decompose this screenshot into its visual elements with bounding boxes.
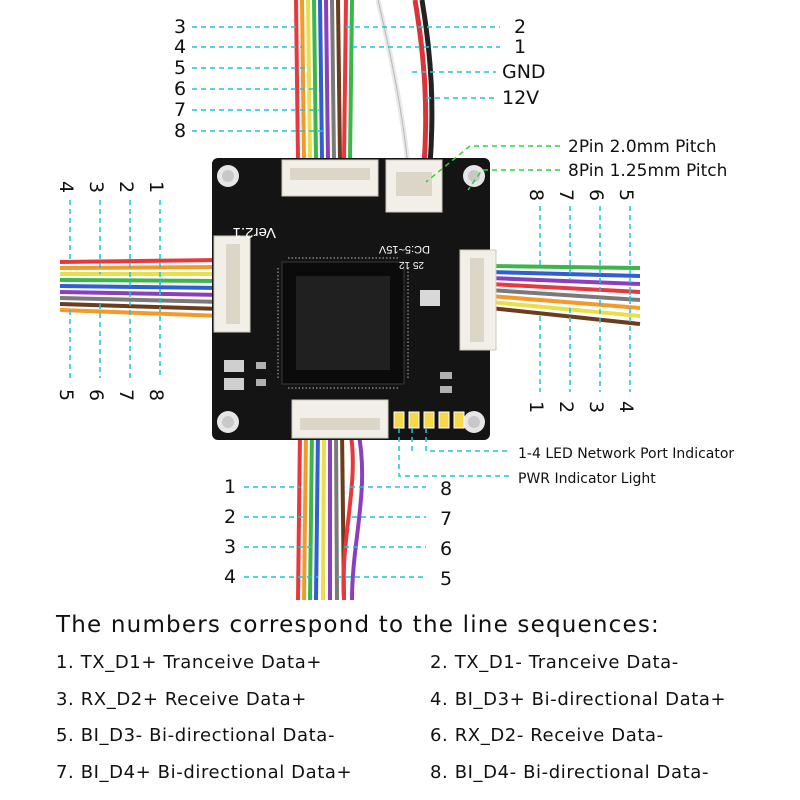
- bottom-pin-label: 2: [224, 506, 237, 528]
- pwr-indicator-label: PWR Indicator Light: [518, 471, 656, 487]
- top-pin-label: 4: [174, 36, 187, 58]
- leader-lines: [69, 26, 631, 578]
- top-pin-label: 1: [514, 36, 527, 58]
- top-pin-label: 3: [174, 16, 187, 38]
- right-pin-label: 7: [555, 188, 578, 202]
- left-pin-label: 6: [85, 388, 108, 402]
- legend-item: 2. TX_D1- Tranceive Data-: [430, 652, 679, 673]
- bottom-pin-label: 5: [440, 568, 453, 590]
- legend-item: 7. BI_D4+ Bi-directional Data+: [56, 762, 353, 783]
- connector-right-8pin: [459, 249, 497, 351]
- board-code-text: 25 12: [399, 259, 424, 270]
- connector-bottom-8pin: [291, 399, 389, 439]
- right-pin-label: 1: [525, 400, 548, 414]
- right-pin-label: 6: [585, 188, 608, 202]
- right-pin-label: 2: [555, 400, 578, 414]
- board-voltage-text: DC:5~15V: [378, 243, 430, 255]
- bottom-pin-label: 3: [224, 536, 237, 558]
- connector-top-8pin: [281, 159, 379, 197]
- legend-heading: The numbers correspond to the line seque…: [56, 612, 661, 638]
- pcb-board: [212, 158, 490, 440]
- top-pin-label: 6: [174, 78, 187, 100]
- left-pin-label: 3: [85, 180, 108, 194]
- left-pin-label: 5: [55, 388, 78, 402]
- connector-left-8pin: [213, 235, 251, 333]
- top-pin-label: 8: [174, 120, 187, 142]
- board-version-text: Ver2.1: [233, 224, 276, 241]
- bottom-pin-label: 7: [440, 508, 453, 530]
- bottom-pin-label: 1: [224, 476, 237, 498]
- connector-2pin: [385, 159, 443, 213]
- bottom-pin-label: 8: [440, 478, 453, 500]
- left-pin-label: 4: [55, 180, 78, 194]
- bottom-pin-label: 4: [224, 566, 237, 588]
- legend-item: 3. RX_D2+ Receive Data+: [56, 689, 307, 710]
- legend-item: 1. TX_D1+ Tranceive Data+: [56, 652, 323, 673]
- top-pin-label: 2: [514, 16, 527, 38]
- pitch-8pin-label: 8Pin 1.25mm Pitch: [568, 161, 728, 181]
- right-pin-label: 8: [525, 188, 548, 202]
- 12v-pin-label: 12V: [502, 87, 540, 109]
- left-pin-label: 8: [145, 388, 168, 402]
- top-pin-label: 5: [174, 57, 187, 79]
- left-cable: [59, 258, 223, 318]
- top-cable: [294, 0, 354, 161]
- gnd-pin-label: GND: [502, 61, 546, 83]
- right-pin-label: 5: [615, 188, 638, 202]
- led-indicator-label: 1-4 LED Network Port Indicator: [518, 446, 735, 462]
- legend-item: 6. RX_D2- Receive Data-: [430, 725, 664, 746]
- pitch-2pin-label: 2Pin 2.0mm Pitch: [568, 137, 717, 157]
- left-pin-label: 1: [145, 180, 168, 194]
- right-cable: [489, 264, 641, 326]
- legend-item: 5. BI_D3- Bi-directional Data-: [56, 725, 336, 746]
- left-pin-label: 2: [115, 180, 138, 194]
- bottom-cable: [296, 429, 365, 601]
- left-pin-label: 7: [115, 388, 138, 402]
- legend-item: 8. BI_D4- Bi-directional Data-: [430, 762, 710, 783]
- legend-item: 4. BI_D3+ Bi-directional Data+: [430, 689, 727, 710]
- top-pin-label: 7: [174, 99, 187, 121]
- bottom-pin-label: 6: [440, 538, 453, 560]
- right-pin-label: 3: [585, 400, 608, 414]
- right-pin-label: 4: [615, 400, 638, 414]
- connector-leader-lines: [425, 145, 560, 191]
- power-cable: [375, 0, 435, 166]
